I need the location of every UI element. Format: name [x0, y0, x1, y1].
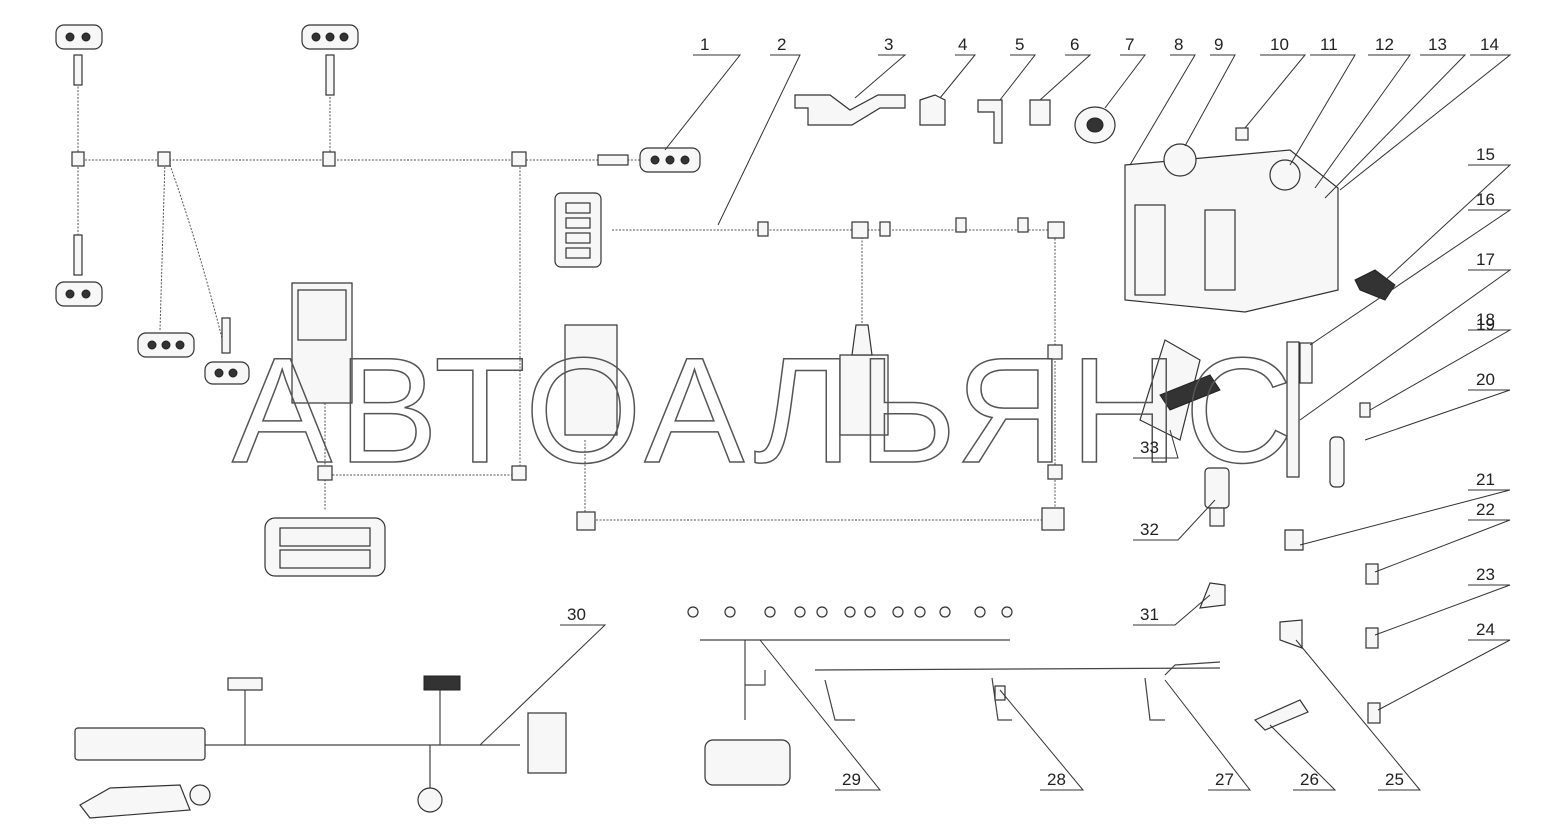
callout-11: 11 — [1320, 35, 1338, 54]
top-hardware[interactable] — [794, 94, 1339, 313]
right-sensors[interactable] — [1139, 269, 1396, 731]
wiring-harness-middle[interactable] — [554, 192, 1065, 531]
callout-24: 24 — [1476, 620, 1495, 639]
callout-16: 16 — [1476, 190, 1495, 209]
callout-10: 10 — [1270, 35, 1289, 54]
callout-3: 3 — [884, 35, 893, 54]
callout-23: 23 — [1476, 565, 1495, 584]
callout-22: 22 — [1476, 500, 1495, 519]
watermark-text: АВТОАЛЬЯНС — [232, 326, 1299, 494]
callout-21: 21 — [1476, 470, 1495, 489]
callout-4: 4 — [958, 35, 967, 54]
callout-32: 32 — [1140, 520, 1159, 539]
callout-19: 19 — [1476, 315, 1495, 334]
callout-13: 13 — [1428, 35, 1447, 54]
bottom-harnesses[interactable] — [74, 606, 1221, 819]
callout-12: 12 — [1375, 35, 1394, 54]
callout-5: 5 — [1015, 35, 1024, 54]
callout-7: 7 — [1125, 35, 1134, 54]
callout-29: 29 — [842, 770, 861, 789]
callout-27: 27 — [1215, 770, 1234, 789]
callout-17: 17 — [1476, 250, 1495, 269]
callout-20: 20 — [1476, 370, 1495, 389]
callout-8: 8 — [1174, 35, 1183, 54]
callout-28: 28 — [1047, 770, 1066, 789]
callout-leaders — [479, 54, 1512, 791]
wiring-harness-left[interactable] — [55, 24, 701, 577]
callout-1: 1 — [700, 35, 709, 54]
callout-9: 9 — [1214, 35, 1223, 54]
callout-15: 15 — [1476, 145, 1495, 164]
callout-2: 2 — [777, 35, 786, 54]
callout-25: 25 — [1385, 770, 1404, 789]
callout-26: 26 — [1300, 770, 1319, 789]
callout-30: 30 — [567, 605, 586, 624]
callout-labels: 1 2 3 4 5 6 7 8 9 10 11 12 13 14 15 16 1… — [567, 35, 1499, 789]
callout-6: 6 — [1070, 35, 1079, 54]
callout-18: 18 — [1476, 310, 1495, 329]
callout-33: 33 — [1140, 438, 1159, 457]
callout-31: 31 — [1140, 605, 1159, 624]
callout-14: 14 — [1480, 35, 1499, 54]
